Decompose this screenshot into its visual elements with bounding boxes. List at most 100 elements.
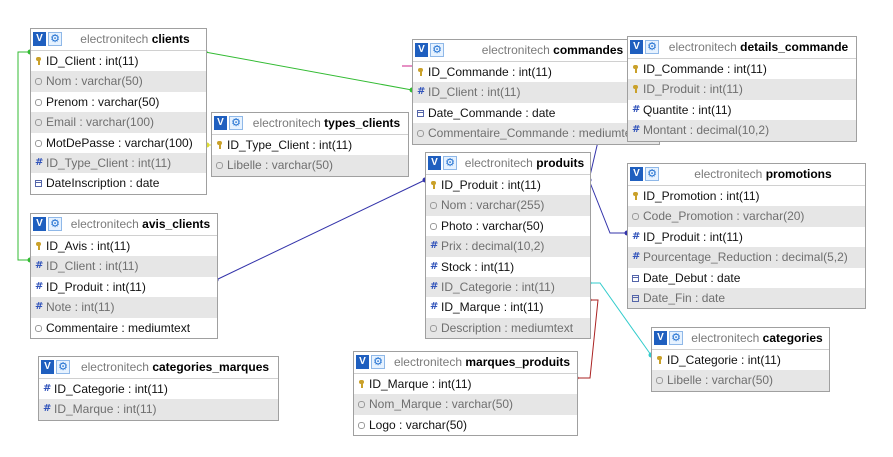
column-label: ID_Categorie : int(11)	[54, 382, 168, 396]
column-label: ID_Type_Client : int(11)	[227, 138, 353, 152]
gear-icon[interactable]: ⚙	[645, 167, 659, 181]
table-header[interactable]: V⚙electronitech produits	[426, 153, 590, 175]
column-label: ID_Categorie : int(11)	[667, 353, 781, 367]
gear-icon[interactable]: ⚙	[371, 355, 385, 369]
hash-icon	[632, 227, 640, 247]
column-row[interactable]: Pourcentage_Reduction : decimal(5,2)	[628, 247, 865, 268]
column-row[interactable]: ID_Marque : int(11)	[354, 374, 577, 394]
column-row[interactable]: ID_Type_Client : int(11)	[212, 135, 408, 155]
db-icon: V	[415, 43, 428, 57]
gear-icon[interactable]: ⚙	[430, 43, 444, 57]
table-header[interactable]: V⚙electronitech types_clients	[212, 113, 408, 135]
gear-icon[interactable]: ⚙	[48, 217, 62, 231]
column-row[interactable]: Note : int(11)	[31, 297, 217, 318]
column-label: ID_Client : int(11)	[46, 54, 139, 68]
column-row[interactable]: ID_Commande : int(11)	[413, 62, 659, 82]
table-header[interactable]: V⚙electronitech categories_marques	[39, 357, 278, 379]
column-row[interactable]: ID_Produit : int(11)	[426, 175, 590, 195]
table-header[interactable]: V⚙electronitech categories	[652, 328, 829, 350]
column-row[interactable]: Logo : varchar(50)	[354, 415, 577, 435]
table-name: details_commande	[740, 40, 849, 54]
hash-icon	[35, 256, 43, 276]
gear-icon[interactable]: ⚙	[229, 116, 243, 130]
hash-icon	[430, 277, 438, 297]
column-row[interactable]: Stock : int(11)	[426, 257, 590, 277]
key-icon	[358, 380, 365, 388]
database-name: electronitech	[70, 217, 139, 231]
column-row[interactable]: DateInscription : date	[31, 173, 206, 193]
column-row[interactable]: ID_Produit : int(11)	[628, 227, 865, 247]
column-label: ID_Promotion : int(11)	[643, 189, 760, 203]
column-row[interactable]: Photo : varchar(50)	[426, 216, 590, 236]
column-label: ID_Avis : int(11)	[46, 239, 131, 253]
column-row[interactable]: ID_Marque : int(11)	[39, 399, 278, 420]
table-header[interactable]: V⚙electronitech details_commande	[628, 37, 856, 59]
column-row[interactable]: Prenom : varchar(50)	[31, 92, 206, 112]
table-header[interactable]: V⚙electronitech clients	[31, 29, 206, 51]
database-name: electronitech	[464, 156, 533, 170]
column-label: ID_Produit : int(11)	[643, 229, 743, 244]
column-label: ID_Marque : int(11)	[54, 402, 157, 417]
gear-icon[interactable]: ⚙	[645, 40, 659, 54]
column-row[interactable]: ID_Categorie : int(11)	[426, 276, 590, 298]
column-row[interactable]: ID_Type_Client : int(11)	[31, 152, 206, 174]
table-header[interactable]: V⚙electronitech promotions	[628, 164, 865, 186]
column-row[interactable]: MotDePasse : varchar(100)	[31, 133, 206, 153]
gear-icon[interactable]: ⚙	[669, 331, 683, 345]
column-row[interactable]: Description : mediumtext	[426, 317, 590, 339]
column-row[interactable]: Commentaire : mediumtext	[31, 318, 217, 338]
key-icon	[632, 192, 639, 200]
gear-icon[interactable]: ⚙	[56, 360, 70, 374]
table-name: marques_produits	[465, 355, 571, 369]
key-icon	[216, 141, 223, 149]
column-row[interactable]: ID_Categorie : int(11)	[652, 350, 829, 370]
column-row[interactable]: Libelle : varchar(50)	[212, 155, 408, 176]
column-row[interactable]: Date_Commande : date	[413, 103, 659, 123]
column-row[interactable]: Nom : varchar(50)	[31, 71, 206, 92]
database-name: electronitech	[393, 355, 462, 369]
column-row[interactable]: Prix : decimal(10,2)	[426, 236, 590, 257]
column-label: ID_Commande : int(11)	[428, 65, 552, 79]
column-row[interactable]: ID_Client : int(11)	[31, 256, 217, 277]
column-row[interactable]: ID_Marque : int(11)	[426, 297, 590, 317]
column-row[interactable]: Date_Fin : date	[628, 287, 865, 309]
table-name: types_clients	[324, 116, 401, 130]
table-header[interactable]: V⚙electronitech avis_clients	[31, 214, 217, 236]
table-header[interactable]: V⚙electronitech commandes	[413, 40, 659, 62]
column-row[interactable]: ID_Commande : int(11)	[628, 59, 856, 79]
column-row[interactable]: Nom_Marque : varchar(50)	[354, 394, 577, 415]
table-categories-marques[interactable]: V⚙electronitech categories_marquesID_Cat…	[38, 356, 279, 421]
column-row[interactable]: Montant : decimal(10,2)	[628, 120, 856, 141]
text-icon	[35, 324, 42, 332]
column-row[interactable]: ID_Avis : int(11)	[31, 236, 217, 256]
column-row[interactable]: Nom : varchar(255)	[426, 195, 590, 216]
table-header[interactable]: V⚙electronitech marques_produits	[354, 352, 577, 374]
gear-icon[interactable]: ⚙	[443, 156, 457, 170]
column-row[interactable]: Quantite : int(11)	[628, 100, 856, 120]
column-row[interactable]: ID_Produit : int(11)	[628, 79, 856, 100]
column-row[interactable]: Email : varchar(100)	[31, 112, 206, 133]
table-name: categories	[762, 331, 823, 345]
column-row[interactable]: ID_Client : int(11)	[31, 51, 206, 71]
gear-icon[interactable]: ⚙	[48, 32, 62, 46]
hash-icon	[43, 379, 51, 399]
column-row[interactable]: ID_Promotion : int(11)	[628, 186, 865, 206]
column-row[interactable]: Libelle : varchar(50)	[652, 370, 829, 391]
column-label: Date_Commande : date	[428, 105, 556, 120]
column-row[interactable]: Commentaire_Commande : mediumtext	[413, 123, 659, 144]
column-row[interactable]: Code_Promotion : varchar(20)	[628, 206, 865, 227]
column-row[interactable]: Date_Debut : date	[628, 268, 865, 288]
table-title: electronitech promotions	[664, 164, 862, 185]
column-row[interactable]: ID_Categorie : int(11)	[39, 379, 278, 399]
column-row[interactable]: ID_Produit : int(11)	[31, 277, 217, 297]
column-row[interactable]: ID_Client : int(11)	[413, 82, 659, 103]
